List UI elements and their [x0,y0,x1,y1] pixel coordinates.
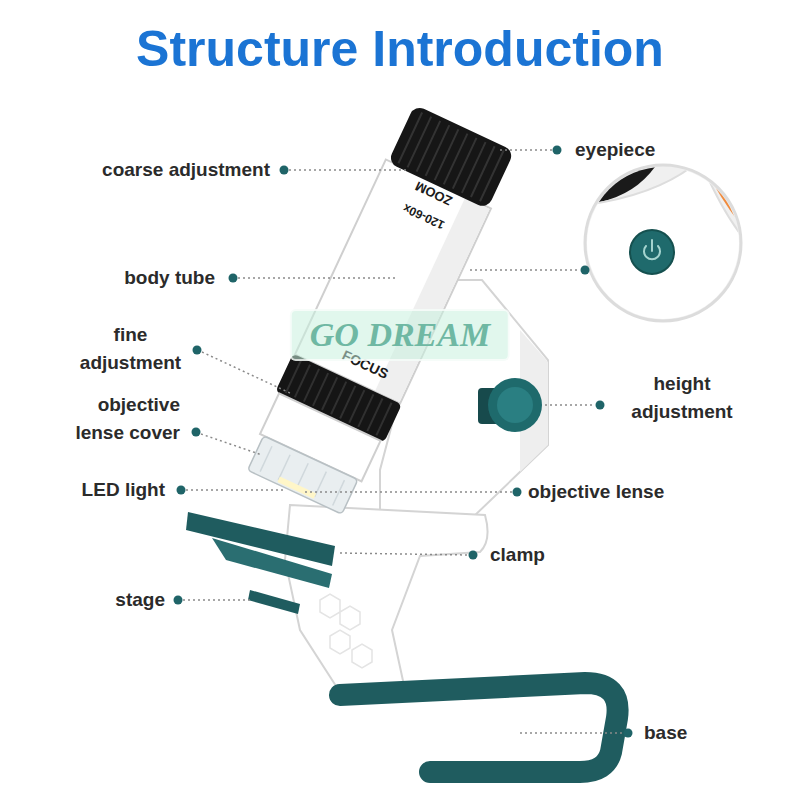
part-label: objective lense [528,478,748,506]
power-button [630,230,674,274]
leader-line [238,277,395,279]
leader-line [186,489,285,491]
leader-line [340,553,468,555]
height-knob [488,378,542,432]
clamp-body [285,505,488,700]
stage-clip-lower [212,538,332,588]
leader-line [202,352,290,393]
leader-dot [177,486,186,495]
knob-face [497,387,533,423]
hex-pattern [320,594,372,668]
body-tube [240,103,519,518]
page-title: Structure Introduction [0,18,800,80]
part-label: height adjustment [612,370,752,426]
leader-dot [280,166,289,175]
lens-cover [248,436,358,514]
part-label: eyepiece [575,136,725,164]
leader-line [500,149,552,151]
part-label: fine adjustment [68,321,193,377]
eyepiece-cap [388,105,515,209]
leader-dot [596,401,605,410]
leader-dot [513,488,522,497]
inset-detail [585,150,745,330]
leader-line [305,491,512,493]
part-label: stage [60,586,165,614]
power-icon [644,240,660,259]
leader-dot [581,266,590,275]
leader-dot [193,346,202,355]
led [277,476,316,498]
base-strap [340,683,618,772]
leader-dot [192,428,201,437]
part-label: base [644,719,744,747]
leader-dot [624,729,633,738]
watermark: GO DREAM [290,309,510,361]
leader-dots [174,146,633,738]
part-label: clamp [490,541,610,569]
part-label: LED light [40,476,165,504]
leader-line [545,404,595,406]
part-label: body tube [40,264,215,292]
leader-dot [229,274,238,283]
leader-dot [553,146,562,155]
tube-shade [375,198,489,402]
leader-line [183,599,250,601]
leader-line [470,269,580,271]
cover-lines [260,446,344,505]
inset-body [585,160,745,330]
stage-tab [248,590,300,614]
part-label: coarse adjustment [40,156,270,184]
leader-dot [469,551,478,560]
leader-line [201,434,262,455]
leader-dot [174,596,183,605]
leader-line [520,732,623,734]
part-label: objective lense cover [48,391,180,447]
leader-lines [183,150,623,733]
leader-line [289,169,408,171]
